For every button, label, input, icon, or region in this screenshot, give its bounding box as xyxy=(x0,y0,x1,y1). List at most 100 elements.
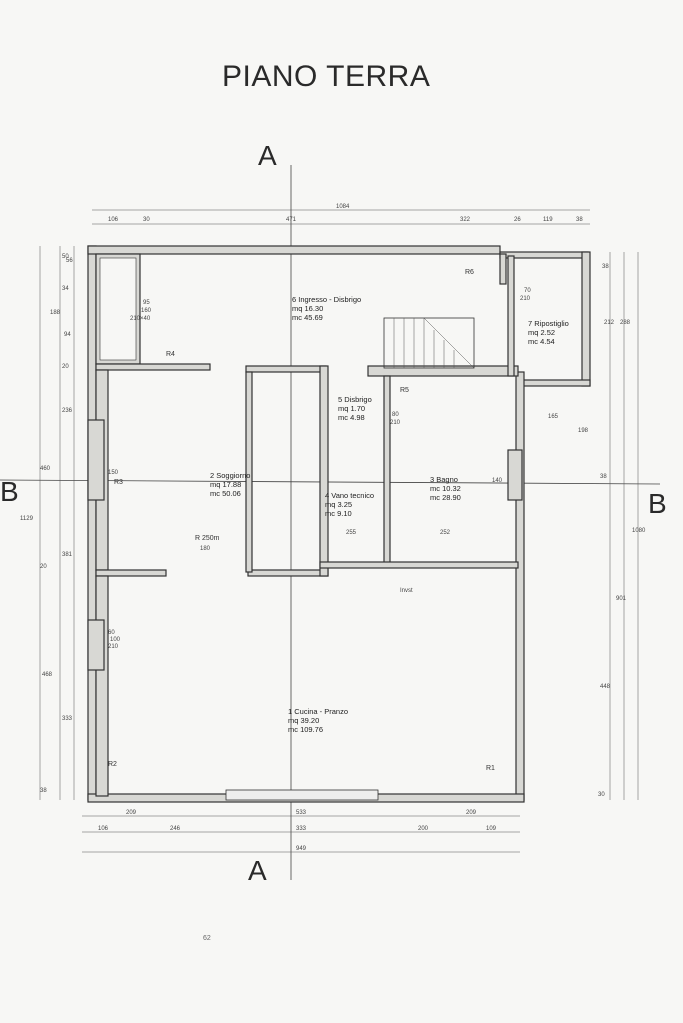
svg-text:mc 50.06: mc 50.06 xyxy=(210,489,241,498)
svg-text:mq 17.88: mq 17.88 xyxy=(210,480,241,489)
svg-text:mq 3.25: mq 3.25 xyxy=(325,500,352,509)
svg-text:288: 288 xyxy=(620,320,631,326)
svg-text:mq 16.30: mq 16.30 xyxy=(292,304,323,313)
page-title: PIANO TERRA xyxy=(222,60,431,93)
svg-text:26: 26 xyxy=(514,217,521,223)
svg-text:R2: R2 xyxy=(108,761,117,768)
svg-text:mc 45.69: mc 45.69 xyxy=(292,313,323,322)
svg-text:30: 30 xyxy=(143,217,150,223)
svg-text:mq 2.52: mq 2.52 xyxy=(528,328,555,337)
section-label-b-right: B xyxy=(648,488,667,519)
room-bagno: 3 Bagno mc 10.32 mc 28.90 xyxy=(430,475,461,502)
svg-text:106: 106 xyxy=(98,826,109,832)
svg-text:109: 109 xyxy=(486,826,497,832)
dims-top: 1084 106 30 471 322 26 119 38 xyxy=(108,204,583,223)
room-ingresso: 6 Ingresso - Disbrigo mq 16.30 mc 45.69 xyxy=(292,295,361,322)
dims-bottom: 209 533 209 106 246 333 200 109 949 xyxy=(98,810,497,852)
svg-text:210: 210 xyxy=(108,644,119,650)
svg-text:180: 180 xyxy=(200,546,211,552)
svg-text:95: 95 xyxy=(143,300,150,306)
svg-text:R1: R1 xyxy=(486,765,495,772)
svg-text:246: 246 xyxy=(170,826,181,832)
svg-text:4 Vano tecnico: 4 Vano tecnico xyxy=(325,491,374,500)
svg-text:209: 209 xyxy=(126,810,137,816)
svg-text:R5: R5 xyxy=(400,387,409,394)
svg-text:50: 50 xyxy=(62,254,69,260)
svg-text:468: 468 xyxy=(42,672,53,678)
svg-text:198: 198 xyxy=(578,428,589,434)
svg-text:60: 60 xyxy=(108,630,115,636)
svg-text:R4: R4 xyxy=(166,351,175,358)
svg-text:188: 188 xyxy=(50,310,61,316)
svg-text:mc 10.32: mc 10.32 xyxy=(430,484,461,493)
svg-text:1 Cucina - Pranzo: 1 Cucina - Pranzo xyxy=(288,707,348,716)
svg-text:252: 252 xyxy=(440,530,451,536)
svg-text:381: 381 xyxy=(62,552,73,558)
svg-text:3 Bagno: 3 Bagno xyxy=(430,475,458,484)
room-cucina-pranzo: 1 Cucina - Pranzo mq 39.20 mc 109.76 xyxy=(288,707,348,734)
section-label-b-left: B xyxy=(0,476,19,507)
svg-text:mc 4.98: mc 4.98 xyxy=(338,413,365,422)
svg-text:949: 949 xyxy=(296,846,307,852)
svg-text:150: 150 xyxy=(108,470,119,476)
svg-text:106: 106 xyxy=(108,217,119,223)
svg-text:20: 20 xyxy=(62,364,69,370)
svg-text:R3: R3 xyxy=(114,479,123,486)
svg-text:119: 119 xyxy=(543,217,553,223)
interior-walls xyxy=(87,253,523,801)
svg-text:100: 100 xyxy=(110,637,121,643)
svg-text:160: 160 xyxy=(141,308,152,314)
svg-text:533: 533 xyxy=(296,810,307,816)
svg-text:901: 901 xyxy=(616,596,627,602)
svg-text:6 Ingresso - Disbrigo: 6 Ingresso - Disbrigo xyxy=(292,295,361,304)
svg-text:38: 38 xyxy=(40,788,47,794)
svg-text:1129: 1129 xyxy=(20,516,34,522)
svg-text:210: 210 xyxy=(520,296,531,302)
svg-text:mc 4.54: mc 4.54 xyxy=(528,337,555,346)
markers: R1 R2 R3 R4 R5 R6 R 250m xyxy=(108,269,495,772)
svg-text:2 Soggiorno: 2 Soggiorno xyxy=(210,471,250,480)
svg-text:30: 30 xyxy=(598,792,605,798)
svg-text:mc 9.10: mc 9.10 xyxy=(325,509,352,518)
room-disbrigo: 5 Disbrigo mq 1.70 mc 4.98 xyxy=(338,395,372,422)
svg-text:210×40: 210×40 xyxy=(130,316,151,322)
dims-left: 50 56 34 188 94 20 236 460 1129 381 20 4… xyxy=(20,254,73,794)
svg-text:R 250m: R 250m xyxy=(195,535,220,542)
svg-text:140: 140 xyxy=(492,478,503,484)
room-ripostiglio: 7 Ripostiglio mq 2.52 mc 4.54 xyxy=(528,319,569,346)
svg-text:94: 94 xyxy=(64,332,71,338)
svg-text:34: 34 xyxy=(62,286,69,292)
section-label-a-top: A xyxy=(258,140,277,171)
svg-text:5 Disbrigo: 5 Disbrigo xyxy=(338,395,372,404)
room-vano-tecnico: 4 Vano tecnico mq 3.25 mc 9.10 xyxy=(325,491,374,518)
svg-text:333: 333 xyxy=(296,826,307,832)
svg-text:209: 209 xyxy=(466,810,477,816)
svg-text:38: 38 xyxy=(576,217,583,223)
svg-text:mq 1.70: mq 1.70 xyxy=(338,404,365,413)
svg-text:448: 448 xyxy=(600,684,611,690)
svg-text:236: 236 xyxy=(62,408,73,414)
svg-text:1084: 1084 xyxy=(336,204,350,210)
svg-text:200: 200 xyxy=(418,826,429,832)
staircase xyxy=(383,317,475,369)
room-soggiorno: 2 Soggiorno mq 17.88 mc 50.06 xyxy=(210,471,250,498)
outer-walls xyxy=(87,245,591,803)
svg-text:165: 165 xyxy=(548,414,559,420)
svg-text:471: 471 xyxy=(286,217,297,223)
svg-text:333: 333 xyxy=(62,716,73,722)
svg-text:Invst: Invst xyxy=(400,588,413,594)
svg-text:56: 56 xyxy=(66,258,73,264)
dims-right: 38 212 288 165 198 38 901 1080 448 30 xyxy=(548,264,646,798)
svg-text:R6: R6 xyxy=(465,269,474,276)
svg-text:70: 70 xyxy=(524,288,531,294)
svg-text:38: 38 xyxy=(602,264,609,270)
section-label-a-bottom: A xyxy=(248,855,267,886)
svg-text:255: 255 xyxy=(346,530,357,536)
svg-text:80: 80 xyxy=(392,412,399,418)
svg-text:322: 322 xyxy=(460,217,471,223)
svg-text:mc 109.76: mc 109.76 xyxy=(288,725,323,734)
svg-text:mq 39.20: mq 39.20 xyxy=(288,716,319,725)
svg-text:mc 28.90: mc 28.90 xyxy=(430,493,461,502)
page-number: 62 xyxy=(203,935,211,942)
